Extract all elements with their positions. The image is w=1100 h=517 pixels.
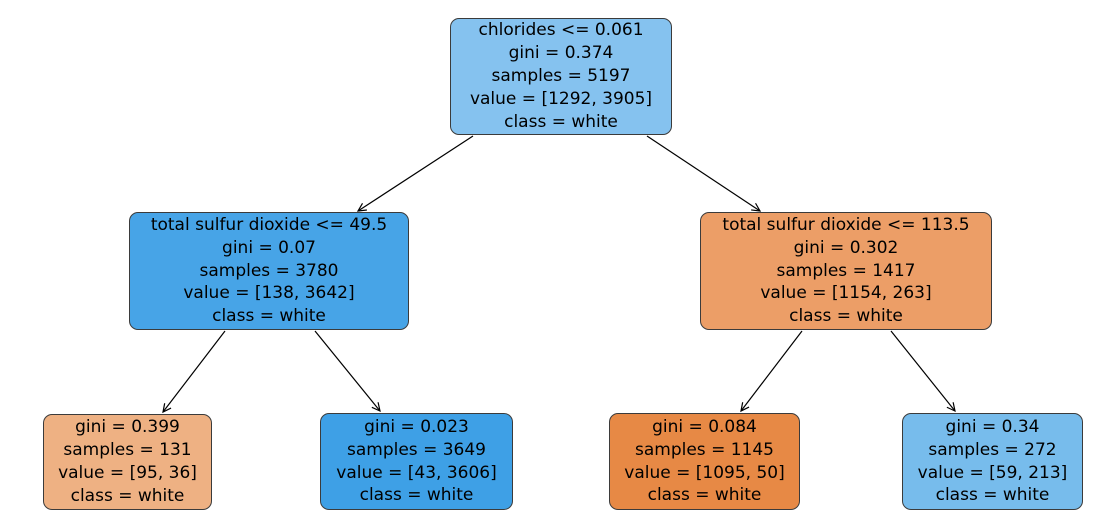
tree-node-root: chlorides <= 0.061 gini = 0.374 samples … (450, 18, 672, 135)
node-value: value = [1095, 50] (624, 462, 785, 483)
tree-node-leaf-left-right: gini = 0.023 samples = 3649 value = [43,… (320, 413, 513, 510)
edge-left-to-leaf-lr (314, 330, 381, 413)
node-gini: gini = 0.302 (793, 237, 899, 258)
node-class: class = white (70, 485, 185, 506)
node-gini: gini = 0.023 (364, 416, 469, 437)
node-class: class = white (935, 485, 1050, 506)
node-gini: gini = 0.399 (75, 417, 180, 438)
node-value: value = [138, 3642] (183, 283, 355, 304)
edge-left-to-leaf-ll (162, 330, 226, 414)
node-samples: samples = 3649 (347, 439, 486, 460)
edge-root-to-right (646, 135, 762, 212)
node-gini: gini = 0.374 (508, 43, 614, 64)
tree-node-leaf-right-left: gini = 0.084 samples = 1145 value = [109… (609, 413, 800, 510)
edge-root-to-left (356, 135, 474, 212)
node-split-condition: chlorides <= 0.061 (478, 20, 644, 41)
node-value: value = [1292, 3905] (469, 88, 653, 109)
node-class: class = white (647, 485, 762, 506)
node-gini: gini = 0.07 (222, 237, 316, 258)
node-class: class = white (789, 306, 903, 327)
node-samples: samples = 272 (928, 439, 1057, 460)
tree-node-right-internal: total sulfur dioxide <= 113.5 gini = 0.3… (700, 212, 992, 330)
node-value: value = [43, 3606] (336, 462, 497, 483)
node-value: value = [1154, 263] (760, 283, 932, 304)
node-samples: samples = 3780 (199, 260, 339, 281)
node-value: value = [95, 36] (58, 463, 197, 483)
node-value: value = [59, 213] (917, 462, 1068, 483)
node-split-condition: total sulfur dioxide <= 49.5 (150, 214, 388, 235)
node-gini: gini = 0.084 (652, 416, 757, 437)
tree-node-leaf-right-right: gini = 0.34 samples = 272 value = [59, 2… (902, 413, 1083, 510)
node-class: class = white (504, 111, 618, 132)
node-samples: samples = 131 (63, 440, 192, 461)
tree-node-leaf-left-left: gini = 0.399 samples = 131 value = [95, … (43, 414, 212, 510)
node-samples: samples = 5197 (491, 66, 631, 87)
edge-right-to-leaf-rl (740, 330, 803, 413)
node-samples: samples = 1417 (776, 260, 916, 281)
node-class: class = white (212, 306, 326, 327)
node-samples: samples = 1145 (635, 439, 774, 460)
edge-right-to-leaf-rr (890, 330, 956, 413)
node-class: class = white (359, 485, 474, 506)
node-gini: gini = 0.34 (945, 416, 1040, 437)
tree-node-left-internal: total sulfur dioxide <= 49.5 gini = 0.07… (129, 212, 409, 330)
node-split-condition: total sulfur dioxide <= 113.5 (722, 214, 970, 235)
